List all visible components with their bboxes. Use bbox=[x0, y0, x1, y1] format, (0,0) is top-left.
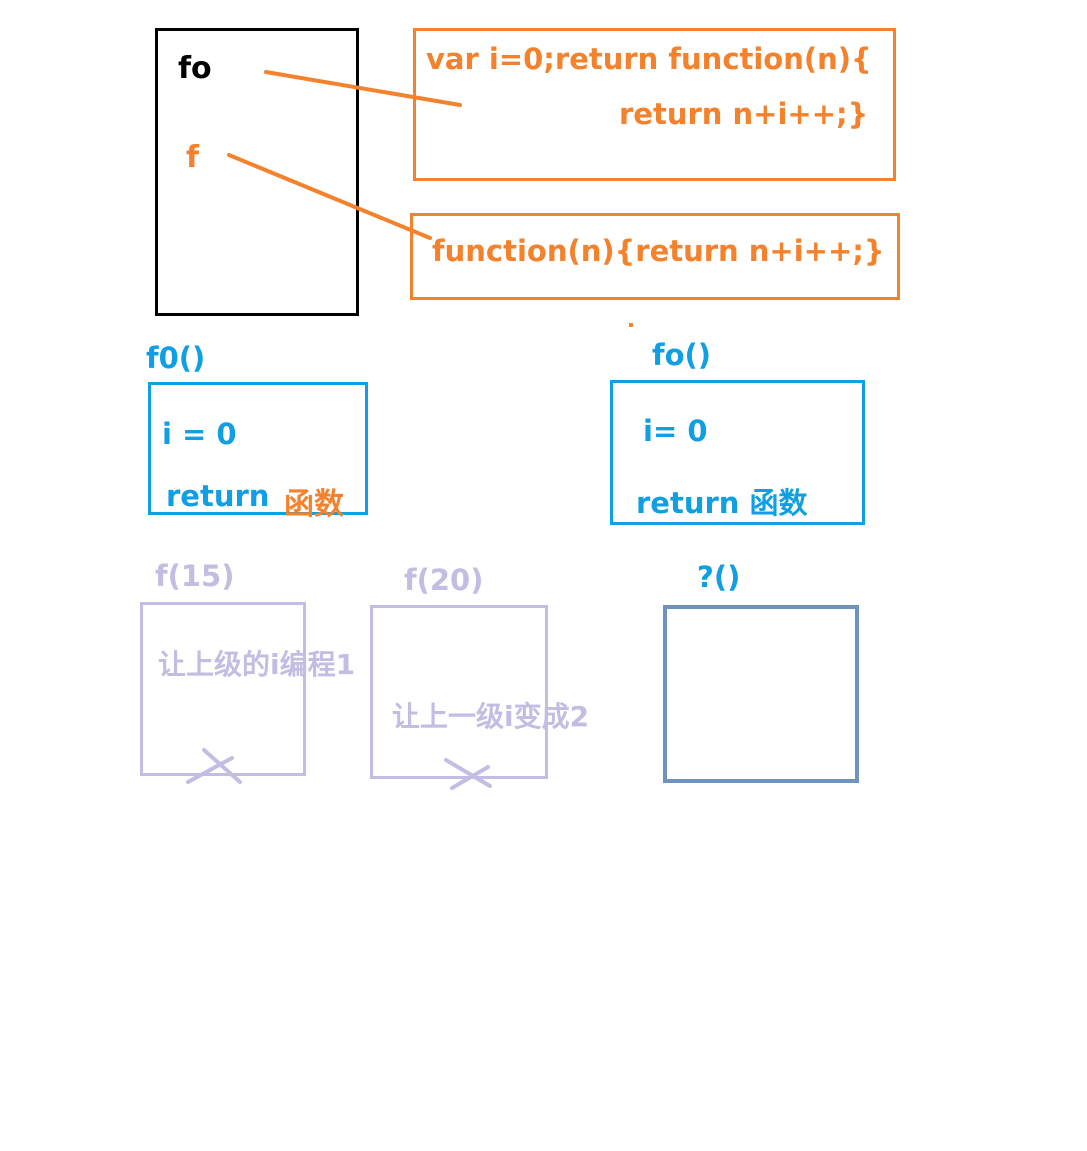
cross-mark-f15 bbox=[186, 748, 242, 784]
fo-reference-line bbox=[264, 70, 462, 107]
call-unknown-frame bbox=[663, 605, 859, 783]
f-reference-line bbox=[227, 153, 432, 240]
call-f15-note: 让上级的i编程1 bbox=[158, 648, 356, 681]
call-f0-frame bbox=[148, 382, 368, 515]
closure-source-line-1: var i=0;return function(n){ bbox=[426, 42, 872, 76]
call-f20-frame bbox=[370, 605, 548, 779]
f-variable-label: f bbox=[186, 140, 200, 175]
stray-dot bbox=[629, 323, 633, 327]
fo-variable-label: fo bbox=[178, 51, 212, 86]
call-f0-title: f0() bbox=[146, 341, 206, 375]
returned-function-box bbox=[410, 213, 900, 300]
variables-box bbox=[155, 28, 359, 316]
call-f15-title: f(15) bbox=[155, 559, 235, 593]
call-f0-function-overlay: 函数 bbox=[284, 487, 344, 522]
call-unknown-title: ?() bbox=[697, 560, 741, 594]
call-fo-title: fo() bbox=[652, 338, 712, 372]
returned-function-text: function(n){return n+i++;} bbox=[432, 234, 885, 268]
closure-source-line-2: return n+i++;} bbox=[619, 97, 869, 131]
call-fo-return: return 函数 bbox=[636, 486, 808, 520]
call-fo-i-value: i= 0 bbox=[643, 414, 708, 448]
call-f0-i-value: i = 0 bbox=[162, 417, 237, 451]
call-f20-title: f(20) bbox=[404, 563, 484, 597]
call-fo-frame bbox=[610, 380, 865, 525]
call-f0-return: return bbox=[166, 479, 270, 513]
call-f20-note: 让上一级i变成2 bbox=[392, 700, 590, 733]
call-f15-frame bbox=[140, 602, 306, 776]
closure-source-box bbox=[413, 28, 896, 181]
